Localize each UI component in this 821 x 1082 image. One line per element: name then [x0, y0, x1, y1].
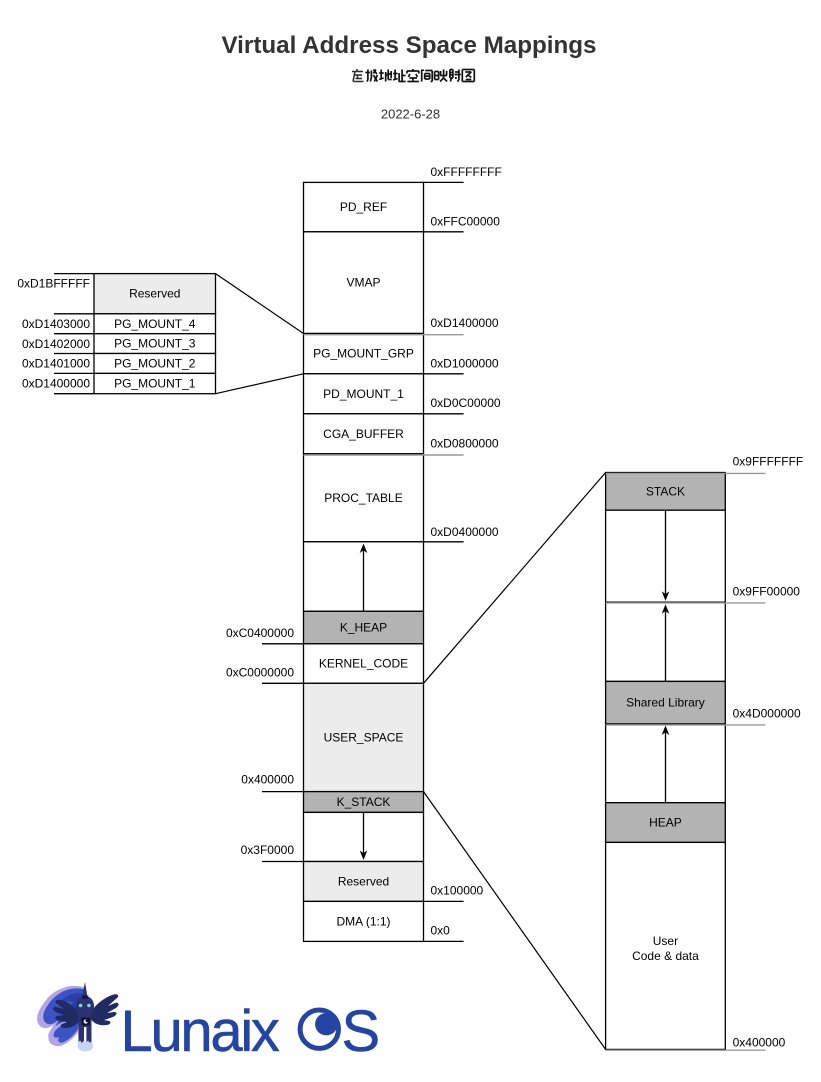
svg-text:0x9FFFFFFF: 0x9FFFFFFF	[733, 455, 804, 469]
svg-text:Code & data: Code & data	[632, 949, 699, 963]
svg-text:K_STACK: K_STACK	[337, 795, 391, 809]
svg-text:0x100000: 0x100000	[431, 884, 484, 898]
svg-text:Virtual Address Space Mappings: Virtual Address Space Mappings	[221, 32, 596, 59]
svg-text:PD_MOUNT_1: PD_MOUNT_1	[323, 387, 404, 401]
svg-text:PG_MOUNT_3: PG_MOUNT_3	[114, 337, 196, 351]
svg-text:VMAP: VMAP	[346, 276, 380, 290]
svg-text:0xD0800000: 0xD0800000	[431, 437, 499, 451]
svg-text:0xD1401000: 0xD1401000	[22, 357, 90, 371]
svg-text:0xD1400000: 0xD1400000	[22, 377, 90, 391]
svg-text:0x0: 0x0	[431, 923, 451, 937]
svg-text:0x3F0000: 0x3F0000	[241, 843, 295, 857]
svg-text:PG_MOUNT_4: PG_MOUNT_4	[114, 317, 196, 331]
svg-text:0xFFC00000: 0xFFC00000	[431, 214, 501, 228]
svg-text:0xD1402000: 0xD1402000	[22, 337, 90, 351]
svg-text:STACK: STACK	[646, 484, 685, 498]
svg-text:PG_MOUNT_1: PG_MOUNT_1	[114, 377, 196, 391]
svg-text:0xD0400000: 0xD0400000	[431, 525, 499, 539]
svg-text:S: S	[342, 999, 381, 1064]
svg-text:CGA_BUFFER: CGA_BUFFER	[323, 427, 404, 441]
svg-text:2022-6-28: 2022-6-28	[381, 107, 440, 122]
svg-text:0x9FF00000: 0x9FF00000	[733, 585, 801, 599]
svg-text:0xD1000000: 0xD1000000	[431, 356, 499, 370]
svg-text:Lunaix: Lunaix	[121, 999, 280, 1064]
svg-text:0x400000: 0x400000	[733, 1035, 786, 1049]
svg-text:0xD1400000: 0xD1400000	[431, 316, 499, 330]
svg-text:0xFFFFFFFF: 0xFFFFFFFF	[431, 165, 502, 179]
svg-text:DMA (1:1): DMA (1:1)	[336, 914, 390, 928]
svg-text:0xD0C00000: 0xD0C00000	[431, 396, 501, 410]
svg-text:PROC_TABLE: PROC_TABLE	[324, 491, 402, 505]
svg-text:Reserved: Reserved	[129, 287, 180, 301]
svg-text:0xD1BFFFFF: 0xD1BFFFFF	[17, 276, 90, 290]
svg-text:PG_MOUNT_GRP: PG_MOUNT_GRP	[313, 347, 414, 361]
svg-text:HEAP: HEAP	[649, 816, 682, 830]
svg-text:Shared Library: Shared Library	[626, 696, 705, 710]
svg-text:0xC0000000: 0xC0000000	[226, 665, 294, 679]
svg-text:0xD1403000: 0xD1403000	[22, 317, 90, 331]
svg-text:K_HEAP: K_HEAP	[340, 621, 387, 635]
svg-text:Reserved: Reserved	[338, 874, 389, 888]
svg-text:KERNEL_CODE: KERNEL_CODE	[319, 657, 408, 671]
svg-text:0x4D000000: 0x4D000000	[733, 706, 801, 720]
svg-text:USER_SPACE: USER_SPACE	[324, 730, 404, 744]
svg-text:User: User	[653, 934, 678, 948]
svg-text:PD_REF: PD_REF	[340, 200, 387, 214]
svg-text:0x400000: 0x400000	[241, 773, 294, 787]
svg-text:0xC0400000: 0xC0400000	[226, 626, 294, 640]
svg-text:PG_MOUNT_2: PG_MOUNT_2	[114, 356, 196, 370]
